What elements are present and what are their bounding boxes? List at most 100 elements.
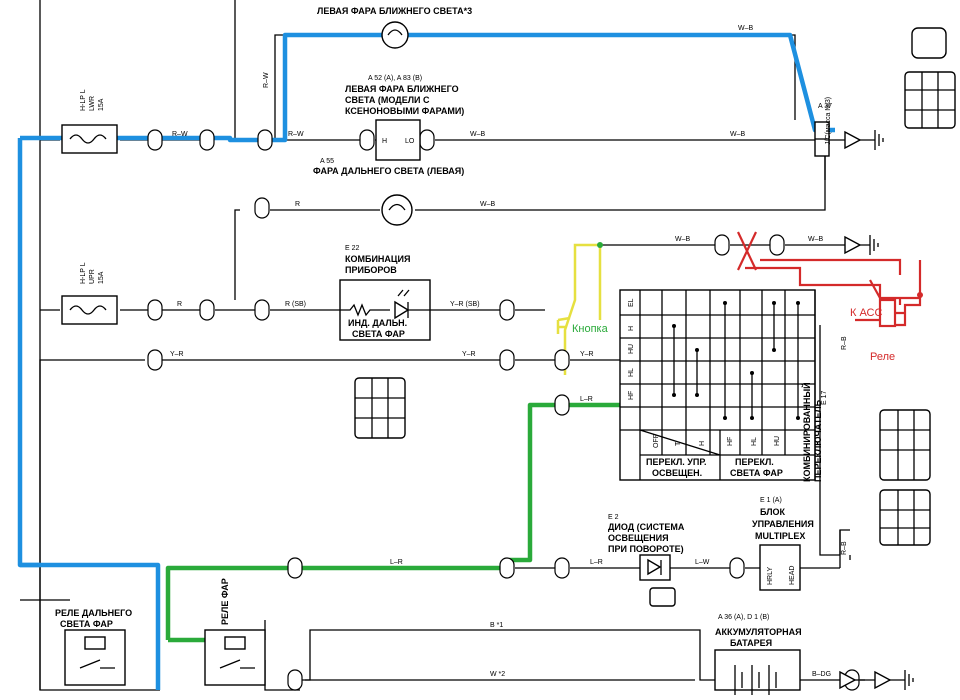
high-beam-relay-label: РЕЛЕ ДАЛЬНЕГО <box>55 608 132 618</box>
svg-text:Y–R: Y–R <box>462 351 476 358</box>
svg-text:B–DG: B–DG <box>812 671 831 678</box>
relay-note-label: Реле <box>870 351 895 363</box>
button-label: Кнопка <box>572 323 609 335</box>
svg-text:ОСВЕЩЕН.: ОСВЕЩЕН. <box>652 468 702 478</box>
svg-text:W–B: W–B <box>675 236 691 243</box>
combination-switch: EL H HU HL HF OFF T H HF HL HU <box>619 289 816 481</box>
jc-junction <box>814 121 830 157</box>
svg-text:R: R <box>295 201 300 208</box>
svg-text:Y–R: Y–R <box>580 351 594 358</box>
red-annotation <box>737 231 923 328</box>
svg-text:W–B: W–B <box>470 131 486 138</box>
high-beam-bulb <box>381 194 413 226</box>
svg-text:Y–R: Y–R <box>170 351 184 358</box>
battery-label: АККУМУЛЯТОРНАЯ <box>715 627 802 637</box>
svg-text:W–B: W–B <box>738 25 754 32</box>
connector-pictograms <box>354 27 956 607</box>
xenon-module: H LO <box>375 119 421 161</box>
svg-text:15A: 15A <box>98 271 105 284</box>
svg-text:L–W: L–W <box>695 559 710 566</box>
blue-highlight-path <box>17 32 835 690</box>
svg-text:OFF: OFF <box>653 434 660 448</box>
jc-label: J/C(масса №3) <box>825 97 832 145</box>
svg-text:R–B: R–B <box>841 541 848 555</box>
svg-text:R–W: R–W <box>288 131 304 138</box>
svg-text:HL: HL <box>628 368 635 377</box>
svg-text:W *2: W *2 <box>490 671 505 678</box>
combo-indicator <box>339 279 431 341</box>
base-wiring <box>20 0 875 691</box>
svg-text:СВЕТА ФАР: СВЕТА ФАР <box>730 468 783 478</box>
green-highlight-path <box>165 402 620 643</box>
svg-text:A 36 (A), D 1 (B): A 36 (A), D 1 (B) <box>718 614 769 621</box>
svg-text:A 55: A 55 <box>320 158 334 165</box>
connectors <box>147 129 860 691</box>
svg-text:W–B: W–B <box>808 236 824 243</box>
combo-switch-label: КОМБИНИРОВАННЫЙ <box>801 382 812 482</box>
svg-text:БАТАРЕЯ: БАТАРЕЯ <box>730 638 772 648</box>
svg-text:L–R: L–R <box>590 559 603 566</box>
high-beam-left-label: ФАРА ДАЛЬНЕГО СВЕТА (ЛЕВАЯ) <box>313 166 464 176</box>
svg-text:СВЕТА ФАР: СВЕТА ФАР <box>352 329 405 339</box>
fuse-upr: H-LP L UPR 15A <box>61 262 118 325</box>
ground-symbols <box>839 130 914 690</box>
svg-text:ПРИБОРОВ: ПРИБОРОВ <box>345 265 397 275</box>
svg-text:R–B: R–B <box>841 336 848 350</box>
svg-text:A 37: A 37 <box>818 103 832 110</box>
diode <box>639 554 671 581</box>
svg-text:W–B: W–B <box>480 201 496 208</box>
svg-text:HU: HU <box>628 344 635 354</box>
svg-text:B *1: B *1 <box>490 622 503 629</box>
junction-dot <box>597 242 603 248</box>
svg-text:H: H <box>699 441 706 446</box>
svg-text:HEAD: HEAD <box>789 566 796 585</box>
svg-text:MULTIPLEX: MULTIPLEX <box>755 531 805 541</box>
svg-text:КСЕНОНОВЫМИ ФАРАМИ): КСЕНОНОВЫМИ ФАРАМИ) <box>345 106 464 116</box>
svg-text:ПЕРЕКЛЮЧАТЕЛЬ: ПЕРЕКЛЮЧАТЕЛЬ <box>813 399 823 482</box>
svg-text:L–R: L–R <box>390 559 403 566</box>
svg-text:W–B: W–B <box>730 131 746 138</box>
multiplex-label: БЛОК <box>760 507 786 517</box>
svg-text:UPR: UPR <box>89 269 96 284</box>
combo-cluster-label: КОМБИНАЦИЯ <box>345 254 410 264</box>
svg-text:СВЕТА ФАР: СВЕТА ФАР <box>60 619 113 629</box>
headlamp-relay-label: РЕЛЕ ФАР <box>220 578 230 625</box>
svg-text:R–W: R–W <box>263 72 270 88</box>
low-beam-bulb-top <box>381 21 409 49</box>
svg-text:HU: HU <box>774 436 781 446</box>
svg-text:R (SB): R (SB) <box>285 301 306 308</box>
switch-col1-label: ПЕРЕКЛ. УПР. <box>646 457 707 467</box>
svg-text:ОСВЕЩЕНИЯ: ОСВЕЩЕНИЯ <box>608 533 669 543</box>
svg-text:LWR: LWR <box>89 96 96 111</box>
left-low-beam-top-label: ЛЕВАЯ ФАРА БЛИЖНЕГО СВЕТА*3 <box>317 6 472 16</box>
svg-text:E 22: E 22 <box>345 245 360 252</box>
headlamp-relay <box>204 629 266 686</box>
svg-text:E 1 (A): E 1 (A) <box>760 497 782 504</box>
switch-col2-label: ПЕРЕКЛ. <box>735 457 774 467</box>
multiplex-unit: HRLY HEAD <box>759 544 801 591</box>
high-beam-relay <box>64 629 126 686</box>
svg-text:H-LP L: H-LP L <box>80 262 87 284</box>
svg-text:УПРАВЛЕНИЯ: УПРАВЛЕНИЯ <box>752 519 814 529</box>
svg-text:HL: HL <box>751 437 758 446</box>
svg-text:LO: LO <box>405 138 415 145</box>
svg-text:R: R <box>177 301 182 308</box>
svg-text:H: H <box>628 326 635 331</box>
svg-text:H: H <box>382 138 387 145</box>
yellow-highlight-path <box>563 243 602 375</box>
svg-text:H-LP L: H-LP L <box>80 89 87 111</box>
svg-text:Y–R (SB): Y–R (SB) <box>450 301 480 308</box>
svg-text:L–R: L–R <box>580 396 593 403</box>
battery <box>714 649 801 695</box>
xenon-label: ЛЕВАЯ ФАРА БЛИЖНЕГО <box>345 84 459 94</box>
svg-text:ПРИ ПОВОРОТЕ): ПРИ ПОВОРОТЕ) <box>608 544 684 554</box>
svg-text:HRLY: HRLY <box>767 567 774 585</box>
svg-text:E 2: E 2 <box>608 514 619 521</box>
svg-text:A 52 (A), A 83 (B): A 52 (A), A 83 (B) <box>368 75 422 82</box>
to-acc-label: К АСС <box>850 307 883 319</box>
svg-text:R–W: R–W <box>172 131 188 138</box>
svg-text:СВЕТА (МОДЕЛИ С: СВЕТА (МОДЕЛИ С <box>345 95 430 105</box>
wire-labels: W–B R–W R–W R–W W–B W–B R W–B W–B W–B R … <box>170 25 848 678</box>
svg-text:15A: 15A <box>98 98 105 111</box>
